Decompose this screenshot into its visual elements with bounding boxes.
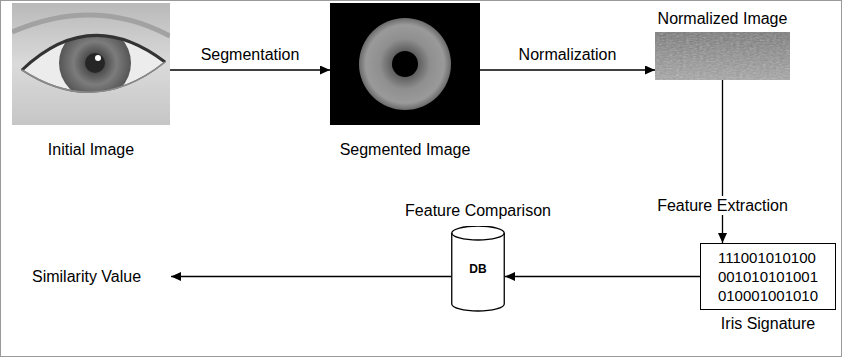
connector-arrow bbox=[722, 80, 723, 243]
eyelid-crease bbox=[12, 15, 170, 36]
node-heading: Normalized Image bbox=[658, 9, 788, 28]
image-node: Normalized Image bbox=[655, 32, 790, 80]
connector-arrow bbox=[171, 276, 451, 277]
signature-box: 111001010100 001010101001 010001001010Ir… bbox=[700, 243, 836, 310]
output-node: Similarity Value bbox=[28, 265, 171, 288]
connector-arrow bbox=[480, 69, 655, 70]
edge-label: Feature Extraction bbox=[654, 196, 791, 215]
eye-lower-lid bbox=[22, 62, 165, 92]
segmented-photo bbox=[330, 3, 480, 125]
node-heading: Iris Signature bbox=[721, 314, 815, 333]
edge-label: Normalization bbox=[519, 45, 617, 64]
node-heading: Segmented Image bbox=[340, 140, 471, 159]
edge-label: Segmentation bbox=[201, 45, 300, 64]
image-node: Segmented Image bbox=[330, 3, 480, 125]
eye-highlight bbox=[95, 55, 101, 61]
eye-pupil bbox=[85, 53, 105, 73]
normalized-strip bbox=[655, 32, 790, 80]
eye-lashline bbox=[22, 35, 165, 70]
node-text: Similarity Value bbox=[32, 267, 141, 286]
node-heading: Feature Comparison bbox=[405, 201, 551, 220]
node-text: 111001010100 001010101001 010001001010 bbox=[718, 248, 818, 305]
connector-arrow bbox=[170, 69, 330, 70]
segmented-pupil bbox=[392, 51, 418, 77]
image-node: Initial Image bbox=[12, 3, 170, 125]
cylinder-body bbox=[452, 226, 505, 311]
eye-photo-skin bbox=[12, 3, 170, 125]
node-text: DB bbox=[469, 262, 486, 276]
normalized-texture bbox=[655, 32, 790, 80]
node-heading: Initial Image bbox=[48, 140, 134, 159]
database-cylinder: Feature ComparisonDB bbox=[451, 226, 505, 312]
connector-arrow bbox=[505, 276, 700, 277]
segmented-iris bbox=[359, 18, 451, 110]
cylinder-rim bbox=[452, 233, 505, 240]
